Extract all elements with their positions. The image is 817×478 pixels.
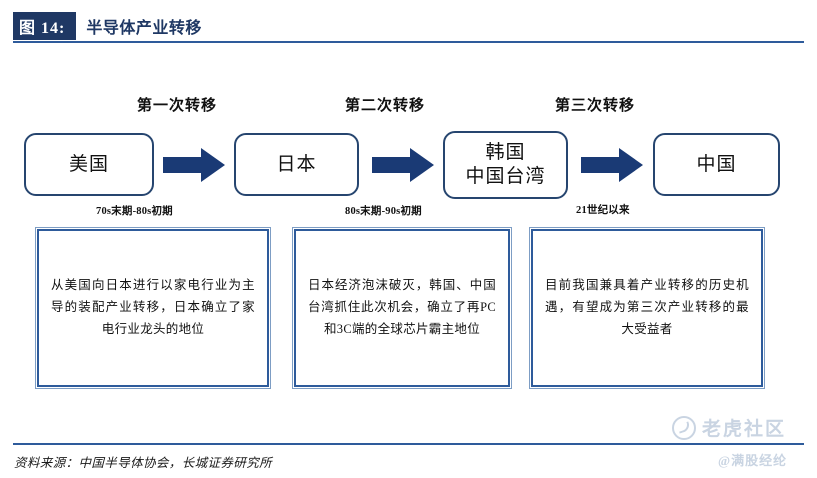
stage-header-1: 第一次转移: [137, 98, 218, 114]
description-text-3: 目前我国兼具着产业转移的历史机遇，有望成为第三次产业转移的最大受益者: [545, 278, 749, 336]
figure-number-badge: 图 14:: [13, 12, 77, 40]
watermark-handle: @满股经纶: [718, 453, 788, 468]
node-box-usa[interactable]: 美国: [24, 133, 154, 196]
node-box-japan[interactable]: 日本: [234, 133, 359, 196]
title-divider: [13, 41, 804, 43]
arrow-label-1: 70s末期-80s初期: [96, 206, 173, 217]
description-box-1: 从美国向日本进行以家电行业为主导的装配产业转移，日本确立了家电行业龙头的地位: [35, 227, 271, 389]
source-note: 资料来源：中国半导体协会，长城证券研究所: [14, 456, 273, 470]
arrow-label-3: 21世纪以来: [576, 205, 630, 216]
right-arrow-icon-1: [163, 148, 225, 182]
node-box-china[interactable]: 中国: [653, 133, 780, 196]
description-text-1: 从美国向日本进行以家电行业为主导的装配产业转移，日本确立了家电行业龙头的地位: [51, 278, 255, 336]
page-title: 半导体产业转移: [86, 20, 202, 37]
stage-header-2: 第二次转移: [345, 98, 426, 114]
node-label-line1: 美国: [68, 153, 109, 175]
node-label-line1: 中国: [696, 153, 737, 175]
description-box-2: 日本经济泡沫破灭，韩国、中国台湾抓住此次机会，确立了再PC和3C端的全球芯片霸主…: [292, 227, 512, 389]
right-arrow-icon-3: [581, 148, 643, 182]
right-arrow-icon-2: [372, 148, 434, 182]
figure-title-row: 图 14: 半导体产业转移: [13, 12, 804, 40]
node-label-line1: 日本: [276, 153, 317, 175]
node-label-line2: 中国台湾: [465, 166, 546, 187]
node-label-line1: 韩国: [485, 142, 526, 164]
node-box-korea-taiwan[interactable]: 韩国 中国台湾: [443, 131, 568, 199]
footer-divider: [13, 443, 804, 445]
description-text-2: 日本经济泡沫破灭，韩国、中国台湾抓住此次机会，确立了再PC和3C端的全球芯片霸主…: [308, 278, 496, 336]
watermark-brand-label: 老虎社区: [702, 419, 787, 440]
watermark-brand: 老虎社区: [672, 414, 786, 441]
description-box-3: 目前我国兼具着产业转移的历史机遇，有望成为第三次产业转移的最大受益者: [529, 227, 765, 389]
arrow-label-2: 80s末期-90s初期: [345, 206, 422, 217]
tiger-circle-icon: [672, 415, 696, 440]
stage-header-3: 第三次转移: [555, 98, 636, 114]
